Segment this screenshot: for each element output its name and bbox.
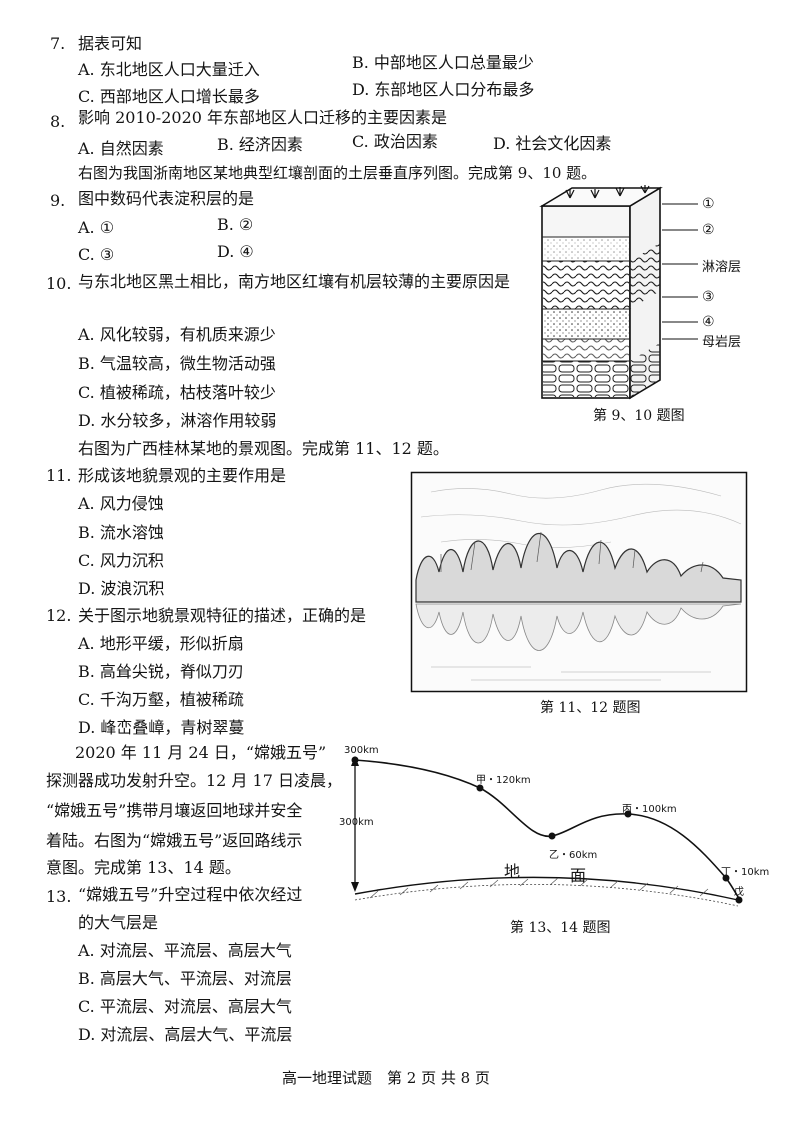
q7-stem: 据表可知 xyxy=(78,34,143,53)
q9-option-c: C. ③ xyxy=(78,245,115,264)
soil-label-4: ④ xyxy=(702,314,715,330)
q8-option-b: B. 经济因素 xyxy=(217,135,303,154)
karst-landscape-figure xyxy=(410,471,748,693)
intro-q13-line3: “嫦娥五号”携带月壤返回地球并安全 xyxy=(46,801,303,820)
soil-label-3: ③ xyxy=(702,289,715,305)
q13-stem-line1: “嫦娥五号”升空过程中依次经过 xyxy=(78,885,303,904)
ground-label-2: 面 xyxy=(570,866,587,885)
soil-label-1: ① xyxy=(702,196,715,212)
q9-number: 9. xyxy=(50,191,66,210)
q7-option-d: D. 东部地区人口分布最多 xyxy=(352,80,535,99)
q10-number: 10. xyxy=(46,274,72,293)
q7-option-a: A. 东北地区人口大量迁入 xyxy=(78,60,260,79)
route-point-wu: 戊 xyxy=(734,887,744,898)
q13-option-c: C. 平流层、对流层、高层大气 xyxy=(78,997,292,1016)
soil-figure-caption: 第 9、10 题图 xyxy=(593,408,685,424)
route-label-top-altitude: 300km xyxy=(344,745,379,756)
q12-option-d: D. 峰峦叠嶂，青树翠蔓 xyxy=(78,718,245,737)
route-label-side-altitude: 300km xyxy=(339,817,374,828)
q9-option-a: A. ① xyxy=(78,218,115,237)
landscape-figure-caption: 第 11、12 题图 xyxy=(540,700,641,716)
q11-stem: 形成该地貌景观的主要作用是 xyxy=(78,466,287,485)
q10-option-c: C. 植被稀疏，枯枝落叶较少 xyxy=(78,383,276,402)
intro-q9-q10: 右图为我国浙南地区某地典型红壤剖面的土层垂直序列图。完成第 9、10 题。 xyxy=(78,164,597,182)
route-figure-caption: 第 13、14 题图 xyxy=(510,920,611,936)
q8-number: 8. xyxy=(50,112,66,131)
q9-stem: 图中数码代表淀积层的是 xyxy=(78,189,255,208)
q8-option-d: D. 社会文化因素 xyxy=(493,134,612,153)
q12-option-b: B. 高耸尖锐，脊似刀刃 xyxy=(78,662,244,681)
intro-q13-line4: 着陆。右图为“嫦娥五号”返回路线示 xyxy=(46,831,303,850)
q7-option-b: B. 中部地区人口总量最少 xyxy=(352,53,534,72)
q11-option-b: B. 流水溶蚀 xyxy=(78,523,164,542)
q11-number: 11. xyxy=(46,466,72,485)
route-point-bing: 丙・100km xyxy=(622,804,677,815)
q7-option-c: C. 西部地区人口增长最多 xyxy=(78,87,260,106)
q8-option-a: A. 自然因素 xyxy=(78,139,164,158)
route-point-ding: 丁・10km xyxy=(721,867,770,878)
page-footer: 高一地理试题 第 2 页 共 8 页 xyxy=(282,1069,490,1087)
soil-label-leaching: 淋溶层 xyxy=(702,260,742,275)
q13-option-a: A. 对流层、平流层、高层大气 xyxy=(78,941,292,960)
route-point-yi: 乙・60km xyxy=(549,850,598,861)
q10-option-a: A. 风化较弱，有机质来源少 xyxy=(78,325,276,344)
q7-number: 7. xyxy=(50,34,66,53)
q11-option-d: D. 波浪沉积 xyxy=(78,579,165,598)
return-route-figure xyxy=(351,756,743,907)
q13-option-d: D. 对流层、高层大气、平流层 xyxy=(78,1025,293,1044)
q10-option-b: B. 气温较高，微生物活动强 xyxy=(78,354,276,373)
intro-q13-line2: 探测器成功发射升空。12 月 17 日凌晨， xyxy=(46,771,342,790)
q12-option-a: A. 地形平缓，形似折扇 xyxy=(78,634,244,653)
q13-number: 13. xyxy=(46,887,72,906)
q11-option-a: A. 风力侵蚀 xyxy=(78,494,164,513)
q13-stem-line2: 的大气层是 xyxy=(78,913,159,932)
route-point-jia: 甲・120km xyxy=(476,775,531,786)
q10-option-d: D. 水分较多，淋溶作用较弱 xyxy=(78,411,277,430)
q12-option-c: C. 千沟万壑，植被稀疏 xyxy=(78,690,244,709)
q11-option-c: C. 风力沉积 xyxy=(78,551,164,570)
q10-stem: 与东北地区黑土相比，南方地区红壤有机层较薄的主要原因是 xyxy=(78,272,511,291)
q13-option-b: B. 高层大气、平流层、对流层 xyxy=(78,969,292,988)
soil-label-bedrock: 母岩层 xyxy=(702,335,742,350)
q9-option-b: B. ② xyxy=(217,215,254,234)
q12-stem: 关于图示地貌景观特征的描述，正确的是 xyxy=(78,606,367,625)
soil-profile-figure xyxy=(539,185,698,400)
q9-option-d: D. ④ xyxy=(217,242,254,261)
q12-number: 12. xyxy=(46,606,72,625)
ground-label-1: 地 xyxy=(504,862,521,881)
intro-q13-line1: 2020 年 11 月 24 日，“嫦娥五号” xyxy=(75,743,327,762)
intro-q11-q12: 右图为广西桂林某地的景观图。完成第 11、12 题。 xyxy=(78,439,449,458)
q8-option-c: C. 政治因素 xyxy=(352,132,438,151)
soil-label-2: ② xyxy=(702,222,715,238)
intro-q13-line5: 意图。完成第 13、14 题。 xyxy=(46,858,241,877)
q8-stem: 影响 2010-2020 年东部地区人口迁移的主要因素是 xyxy=(78,108,448,127)
